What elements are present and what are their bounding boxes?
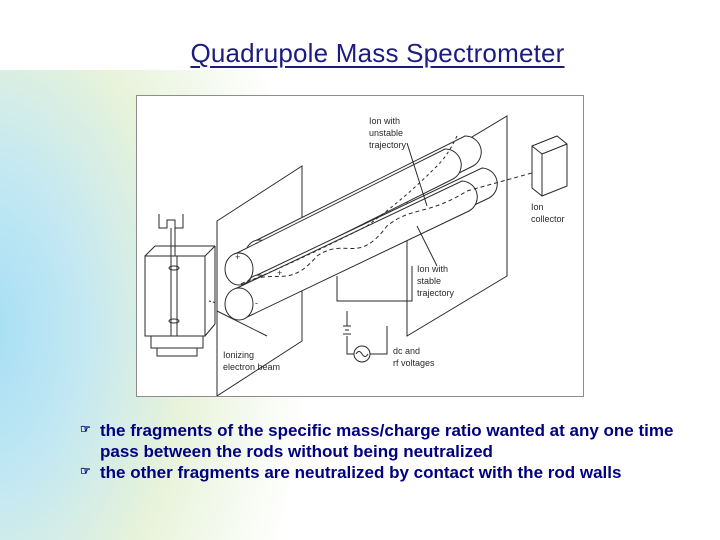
slide-title: Quadrupole Mass Spectrometer xyxy=(190,38,565,68)
pointing-hand-icon: ☞ xyxy=(80,464,91,478)
bullet-item: ☞ the other fragments are neutralized by… xyxy=(80,462,705,483)
voltage-wiring xyxy=(336,266,413,302)
label-voltages-2: rf voltages xyxy=(393,358,435,368)
quadrupole-rods xyxy=(224,135,498,321)
ion-source-box xyxy=(144,255,206,337)
bullet-text: the other fragments are neutralized by c… xyxy=(100,463,622,482)
rod-polarity-4: + xyxy=(277,268,282,278)
label-unstable-1: Ion with xyxy=(369,116,400,126)
bullet-item: ☞ the fragments of the specific mass/cha… xyxy=(80,420,705,462)
label-stable-2: stable xyxy=(417,276,441,286)
stable-trajectory xyxy=(240,165,558,285)
rod-polarity-2: - xyxy=(255,238,258,248)
ion-collector xyxy=(531,135,568,197)
bullet-text: the fragments of the specific mass/charg… xyxy=(100,421,674,461)
label-stable-1: Ion with xyxy=(417,264,448,274)
pointing-hand-icon: ☞ xyxy=(80,422,91,436)
label-voltages-1: dc and xyxy=(393,346,420,356)
bullet-list: ☞ the fragments of the specific mass/cha… xyxy=(80,420,705,483)
background-top xyxy=(0,0,720,70)
label-collector-2: collector xyxy=(531,214,565,224)
label-stable-3: trajectory xyxy=(417,288,455,298)
quadrupole-diagram: + - - + Ion with unstable trajectory Ion… xyxy=(136,95,584,397)
label-collector-1: Ion xyxy=(531,202,544,212)
label-electron-1: Ionizing xyxy=(223,350,254,360)
label-electron-2: electron beam xyxy=(223,362,280,372)
label-unstable-3: trajectory xyxy=(369,140,407,150)
filament-clip xyxy=(158,214,184,229)
source-base xyxy=(150,335,204,349)
rod-polarity-3: - xyxy=(255,298,258,308)
rod-polarity-labels: + - - + xyxy=(235,238,282,308)
quadrupole-diagram-drawing: + - - + Ion with unstable trajectory Ion… xyxy=(144,115,568,396)
rod-polarity-1: + xyxy=(235,252,240,262)
label-unstable-2: unstable xyxy=(369,128,403,138)
